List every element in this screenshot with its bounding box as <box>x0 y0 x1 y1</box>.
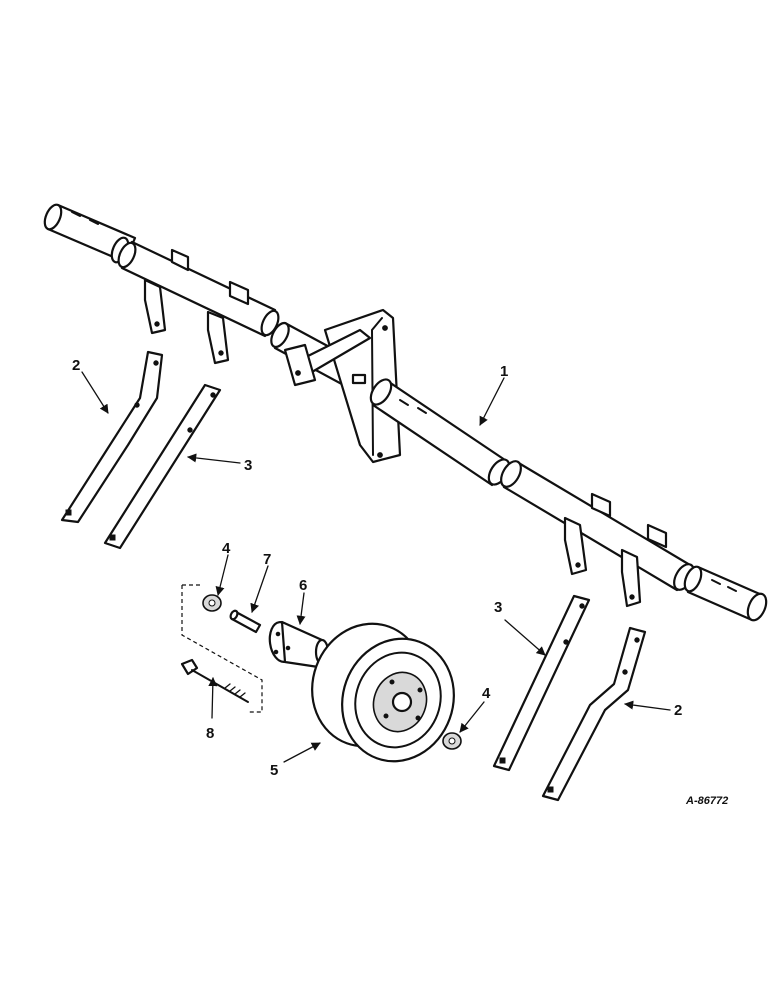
brace-left-2 <box>60 350 164 524</box>
callout-2-right: 2 <box>674 702 682 719</box>
left-tube-section <box>117 240 280 338</box>
brace-right-3 <box>492 594 591 772</box>
center-mount-bracket <box>283 308 402 464</box>
wheel-5 <box>311 622 455 763</box>
nut-left-4 <box>202 594 222 612</box>
callout-3-right: 3 <box>494 599 502 616</box>
left-brackets <box>143 248 250 365</box>
callout-6: 6 <box>299 577 307 594</box>
nut-right-4 <box>442 732 462 750</box>
right-brackets <box>563 492 668 608</box>
brace-left-3 <box>103 383 222 550</box>
axle-assembly <box>43 203 768 622</box>
hardware-group-box <box>181 584 263 713</box>
callout-5: 5 <box>270 762 278 779</box>
callout-4-right: 4 <box>482 685 491 702</box>
pin-7 <box>229 609 262 634</box>
callout-labels: 1 2 3 4 7 6 8 5 4 3 2 A-86772 <box>72 357 728 807</box>
callout-4-left: 4 <box>222 540 231 557</box>
right-tube-section <box>500 460 695 592</box>
main-tube <box>369 378 511 487</box>
right-tube-end <box>683 565 768 622</box>
callout-7: 7 <box>263 551 271 568</box>
brace-right-2 <box>541 626 647 802</box>
reference-number: A-86772 <box>685 795 728 807</box>
callout-2-left: 2 <box>72 357 80 374</box>
leader-lines <box>81 371 671 763</box>
callout-3-left: 3 <box>244 457 252 474</box>
callout-8: 8 <box>206 725 214 742</box>
callout-1: 1 <box>500 363 508 380</box>
bolt-8 <box>180 658 249 703</box>
